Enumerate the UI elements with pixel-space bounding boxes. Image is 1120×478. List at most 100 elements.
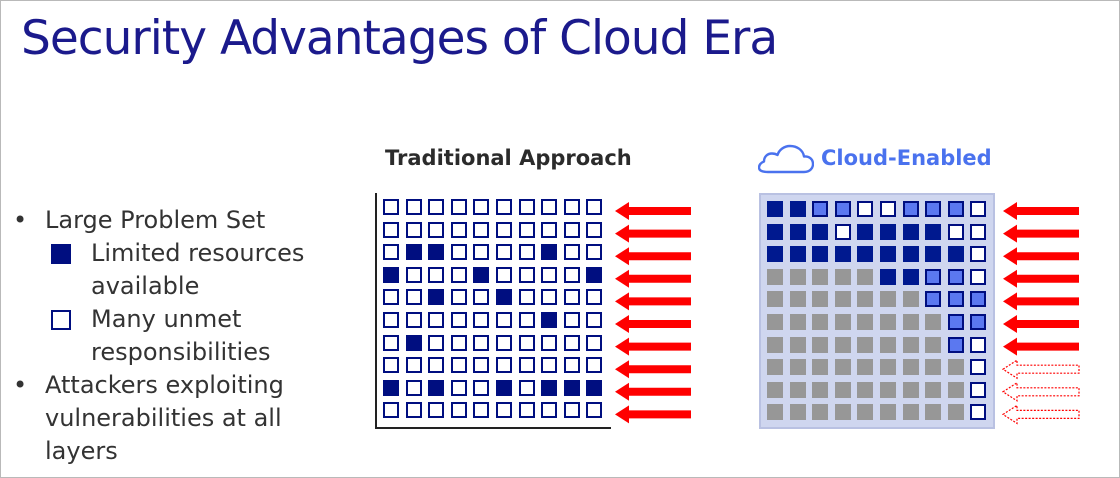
traditional-grid-cell (586, 266, 603, 283)
bullet-item: • Attackers exploiting vulnerabilities a… (9, 369, 339, 468)
traditional-attack-arrows (615, 202, 691, 424)
traditional-grid-cell (586, 402, 603, 419)
traditional-grid-cell (383, 357, 399, 374)
cloud-grid-cell (789, 404, 806, 421)
traditional-grid-cell (541, 266, 558, 283)
cloud-grid-cell (902, 404, 919, 421)
traditional-grid-cell (473, 334, 490, 351)
traditional-grid-cell (405, 289, 422, 306)
cloud-grid-cell (834, 246, 851, 263)
cloud-grid-cell (947, 404, 964, 421)
cloud-grid-cell (767, 223, 783, 240)
cloud-grid-cell (880, 381, 896, 398)
traditional-grid-cell (405, 357, 422, 374)
cloud-grid-cell (902, 381, 919, 398)
traditional-grid-cell (473, 221, 490, 238)
traditional-grid-cell (473, 379, 490, 396)
left-arrow-icon (615, 405, 691, 424)
traditional-grid-cell (428, 379, 445, 396)
cloud-grid-cell (789, 381, 806, 398)
cloud-grid-cell (925, 359, 942, 376)
traditional-grid-cell (428, 312, 445, 328)
cloud-grid-cell (767, 404, 783, 421)
traditional-grid-cell (563, 289, 580, 306)
cloud-grid-cell (834, 314, 851, 330)
left-arrow-icon (1003, 315, 1079, 333)
traditional-grid-cell (473, 357, 490, 374)
cloud-grid-cell (880, 359, 896, 376)
cloud-grid-cell (857, 336, 874, 353)
traditional-grid-cell (541, 244, 558, 261)
left-arrow-icon (1001, 404, 1080, 425)
left-arrow-icon (615, 269, 691, 288)
cloud-grid-cell (767, 268, 783, 285)
traditional-grid-cell (428, 402, 445, 419)
cloud-grid-cell (880, 291, 896, 308)
cloud-grid-cell (947, 336, 964, 353)
cloud-grid-cell (834, 359, 851, 376)
cloud-grid-cell (789, 246, 806, 263)
cloud-grid-cell (880, 314, 896, 330)
cloud-grid-cell (970, 223, 987, 240)
traditional-grid-cell (405, 402, 422, 419)
traditional-grid-cell (496, 312, 512, 328)
traditional-grid-cell (518, 289, 535, 306)
traditional-grid-cell (428, 357, 445, 374)
left-arrow-icon (615, 292, 691, 311)
traditional-grid-cell (496, 334, 512, 351)
traditional-grid-cell (450, 244, 467, 261)
cloud-grid-cell (947, 314, 964, 330)
traditional-grid-cell (541, 221, 558, 238)
cloud-grid-cell (880, 268, 896, 285)
cloud-grid-cell (812, 291, 829, 308)
left-arrow-icon (1003, 292, 1079, 311)
traditional-grid-cell (541, 312, 558, 328)
cloud-grid-cell (902, 246, 919, 263)
cloud-grid-cell (812, 381, 829, 398)
traditional-grid-cell (450, 357, 467, 374)
traditional-grid-cell (563, 402, 580, 419)
cloud-grid-cell (925, 336, 942, 353)
traditional-grid-cell (563, 266, 580, 283)
traditional-grid-cell (586, 221, 603, 238)
cloud-grid-cell (970, 291, 987, 308)
cloud-grid-cell (812, 336, 829, 353)
traditional-grid-cell (496, 244, 512, 261)
traditional-grid-cell (586, 199, 603, 215)
cloud-grid-cell (970, 268, 987, 285)
cloud-grid-cell (834, 223, 851, 240)
cloud-grid-cell (767, 291, 783, 308)
traditional-title: Traditional Approach (385, 146, 632, 170)
legend-text: Limited resources available (91, 239, 305, 300)
cloud-grid-cell (812, 201, 829, 217)
left-arrow-icon (615, 247, 691, 266)
traditional-grid-cell (405, 244, 422, 261)
cloud-grid-cell (925, 201, 942, 217)
traditional-grid-cell (450, 221, 467, 238)
traditional-grid-cell (541, 199, 558, 215)
traditional-grid-cell (383, 379, 399, 396)
cloud-grid-cell (970, 336, 987, 353)
traditional-grid-cell (586, 357, 603, 374)
cloud-grid-cell (834, 201, 851, 217)
traditional-grid-cell (383, 244, 399, 261)
left-arrow-icon (1003, 202, 1079, 220)
cloud-grid-cell (812, 404, 829, 421)
traditional-grid-cell (383, 266, 399, 283)
traditional-grid (375, 193, 611, 429)
cloud-grid-cell (789, 336, 806, 353)
cloud-grid-cell (925, 268, 942, 285)
cloud-enabled-title: Cloud-Enabled (821, 146, 992, 170)
traditional-grid-cell (541, 289, 558, 306)
bullet-text: Large Problem Set (45, 206, 266, 234)
left-arrow-icon (1003, 247, 1079, 266)
cloud-grid-cell (857, 314, 874, 330)
cloud-grid-cell (880, 404, 896, 421)
legend-item-empty: Many unmet responsibilities (9, 303, 339, 369)
cloud-grid-cell (970, 381, 987, 398)
traditional-grid-cell (383, 221, 399, 238)
cloud-grid-cell (880, 201, 896, 217)
cloud-grid-cell (834, 268, 851, 285)
cloud-grid-cell (767, 314, 783, 330)
cloud-grid-cell (970, 359, 987, 376)
